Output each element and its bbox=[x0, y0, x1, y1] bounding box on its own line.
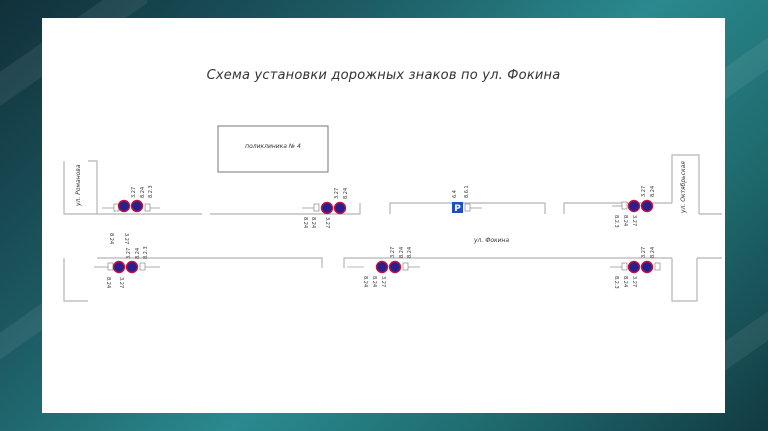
sign-group-left-top: 3.27 8.24 8.2.3 8.24 3.27 bbox=[102, 185, 160, 244]
sign-plate bbox=[621, 262, 628, 271]
sign-code: 8.24 bbox=[371, 276, 377, 287]
road-diagram: поликлиника № 4 ул. Романова ул. Октябрь… bbox=[63, 125, 722, 302]
sign-plate bbox=[313, 203, 320, 212]
sign-code: 3.27 bbox=[123, 233, 129, 244]
diagram-sheet: Схема установки дорожных знаков по ул. Ф… bbox=[42, 18, 725, 413]
sign-code: 8.24 bbox=[310, 217, 316, 228]
sign-code: 3.27 bbox=[641, 186, 647, 197]
sign-group-middle-top: 3.27 8.24 8.24 8.24 3.27 bbox=[302, 188, 349, 228]
sign-plate bbox=[621, 201, 628, 210]
sign-code: 8.24 bbox=[650, 247, 656, 258]
road-bottom-edge-1 bbox=[97, 257, 323, 268]
sign-code: 8.2.3 bbox=[148, 185, 154, 198]
no-stopping-sign bbox=[640, 199, 654, 213]
sign-code: 8.2.3 bbox=[613, 215, 619, 228]
sign-code: 3.27 bbox=[390, 247, 396, 258]
no-stopping-sign bbox=[627, 260, 641, 274]
sign-code: 8.2.3 bbox=[143, 246, 149, 259]
sign-code: 3.27 bbox=[126, 248, 132, 259]
street-label-main: ул. Фокина bbox=[473, 237, 509, 244]
street-label-right: ул. Октябрьская bbox=[680, 161, 687, 214]
polyclinic-building bbox=[217, 125, 329, 173]
no-stopping-sign bbox=[130, 199, 144, 213]
parking-sign bbox=[452, 202, 463, 213]
sign-group-right-top: 3.27 8.24 8.2.3 8.24 3.27 bbox=[612, 186, 656, 228]
right-street-upper-edge bbox=[671, 154, 700, 214]
no-stopping-sign bbox=[388, 260, 402, 274]
no-stopping-sign bbox=[320, 201, 334, 215]
sign-code: 8.24 bbox=[140, 187, 146, 198]
parking-plate bbox=[464, 203, 471, 212]
road-top-edge-3 bbox=[389, 202, 546, 214]
road-top-edge-2 bbox=[210, 203, 361, 215]
sign-plate bbox=[402, 262, 409, 271]
sign-code: 8.24 bbox=[407, 247, 413, 258]
left-street-inner-edge bbox=[88, 160, 98, 214]
no-stopping-sign bbox=[333, 201, 347, 215]
sign-code: 3.27 bbox=[631, 276, 637, 287]
parking-plate-code: 8.6.1 bbox=[464, 185, 470, 198]
sign-plate bbox=[139, 262, 146, 271]
sign-code: 3.27 bbox=[380, 276, 386, 287]
sign-code: 3.27 bbox=[641, 247, 647, 258]
sign-plate bbox=[144, 203, 151, 212]
sign-code: 8.24 bbox=[343, 188, 349, 199]
road-outlines bbox=[63, 154, 722, 302]
sign-code: 3.27 bbox=[334, 188, 340, 199]
sign-group-middle-bottom: 3.27 8.24 8.24 8.24 8.24 3.27 bbox=[347, 247, 420, 287]
diagram-title: Схема установки дорожных знаков по ул. Ф… bbox=[206, 68, 561, 83]
sign-code: 8.24 bbox=[105, 277, 111, 288]
no-stopping-sign bbox=[640, 260, 654, 274]
sign-code: 8.24 bbox=[108, 233, 114, 244]
sign-code: 8.24 bbox=[362, 276, 368, 287]
sign-plate bbox=[654, 262, 661, 271]
sign-code: 8.24 bbox=[650, 186, 656, 197]
polyclinic-label: поликлиника № 4 bbox=[245, 143, 301, 150]
sign-code: 8.24 bbox=[622, 276, 628, 287]
parking-code: 6.4 bbox=[452, 190, 458, 198]
no-stopping-sign bbox=[117, 199, 131, 213]
sign-group-left-bottom: 3.27 8.24 8.2.3 8.24 3.27 bbox=[94, 246, 160, 288]
sign-code: 8.24 bbox=[135, 248, 141, 259]
sign-code: 3.27 bbox=[131, 187, 137, 198]
left-street-lower-edge bbox=[63, 258, 88, 302]
no-stopping-sign bbox=[112, 260, 126, 274]
sign-code: 3.27 bbox=[118, 277, 124, 288]
road-bottom-edge-2 bbox=[343, 257, 672, 268]
sign-code: 3.27 bbox=[631, 215, 637, 226]
right-street-lower-edge bbox=[671, 258, 698, 302]
sign-group-right-bottom: 3.27 8.24 8.2.3 8.24 3.27 bbox=[610, 247, 661, 289]
street-label-left: ул. Романова bbox=[75, 164, 82, 207]
sign-code: 8.24 bbox=[622, 215, 628, 226]
sign-plate bbox=[107, 262, 114, 271]
no-stopping-sign bbox=[125, 260, 139, 274]
sign-code: 8.2.3 bbox=[613, 276, 619, 289]
parking-glyph: P bbox=[454, 204, 461, 214]
sign-code: 3.27 bbox=[324, 217, 330, 228]
no-stopping-sign bbox=[375, 260, 389, 274]
road-top-edge-4 bbox=[563, 202, 672, 214]
left-street-upper-edge bbox=[63, 161, 97, 215]
no-stopping-sign bbox=[627, 199, 641, 213]
sign-code: 8.24 bbox=[399, 247, 405, 258]
sign-code: 8.24 bbox=[302, 217, 308, 228]
